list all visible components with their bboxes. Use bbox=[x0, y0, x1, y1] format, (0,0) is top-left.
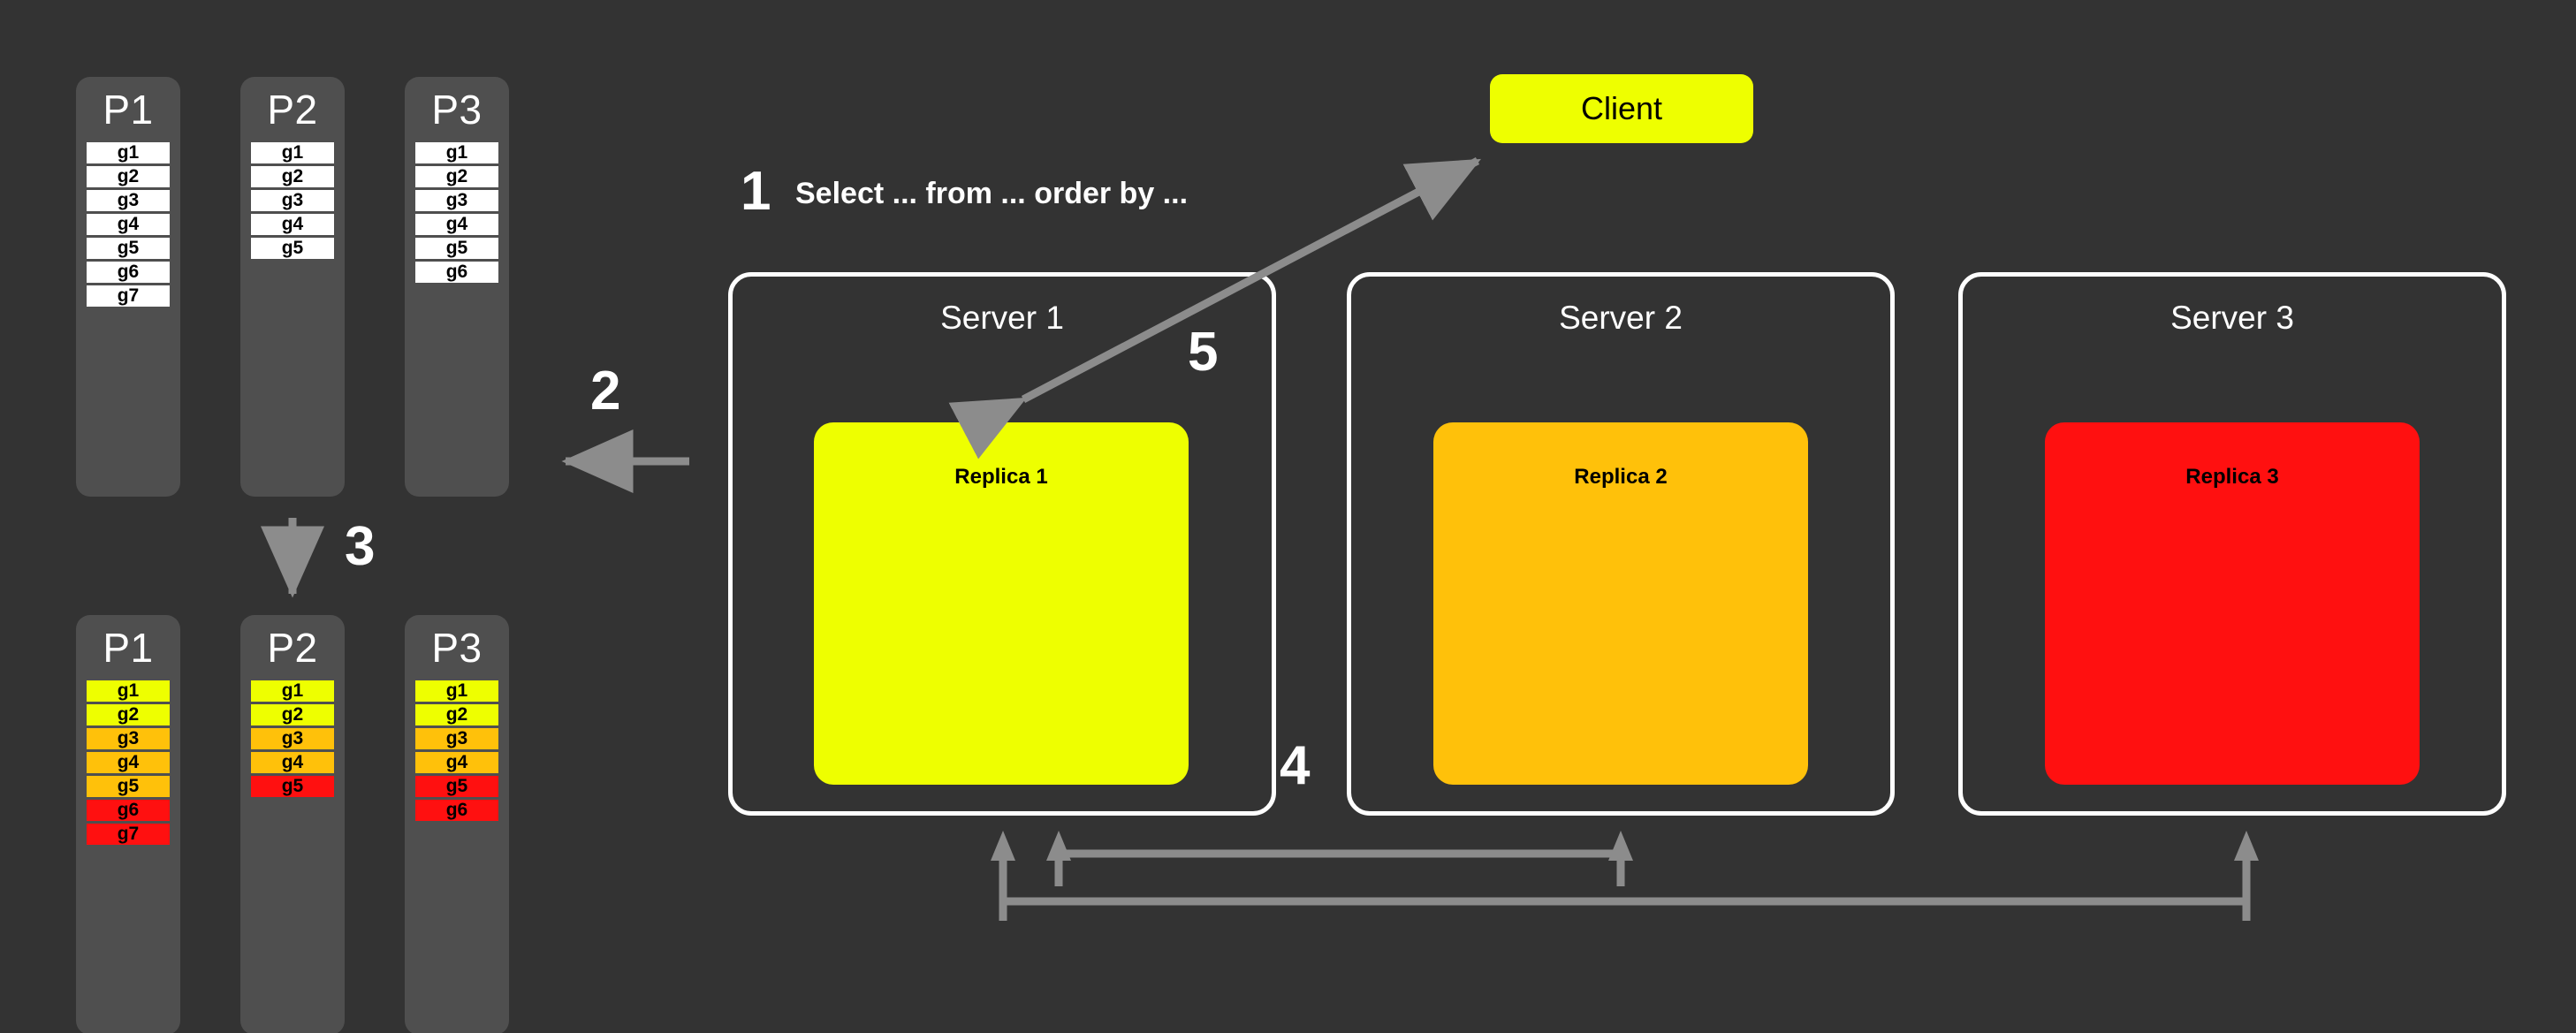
partition-top-p3: P3 g1 g2 g3 g4 g5 g6 bbox=[405, 77, 509, 497]
partition-cell: g2 bbox=[87, 166, 170, 187]
partition-cell: g6 bbox=[415, 800, 498, 821]
partition-cell: g1 bbox=[251, 142, 334, 163]
partition-cell: g2 bbox=[415, 166, 498, 187]
partition-cell-list: g1 g2 g3 g4 g5 g6 g7 bbox=[76, 142, 180, 307]
partition-cell: g3 bbox=[87, 190, 170, 211]
step-number-4: 4 bbox=[1280, 735, 1311, 796]
partition-bottom-p1: P1 g1 g2 g3 g4 g5 g6 g7 bbox=[76, 615, 180, 1033]
server-title: Server 2 bbox=[1559, 300, 1683, 336]
client-label: Client bbox=[1580, 90, 1663, 126]
step-number-3: 3 bbox=[345, 516, 376, 577]
partition-cell-list: g1 g2 g3 g4 g5 bbox=[240, 142, 345, 259]
server-title: Server 3 bbox=[2170, 300, 2294, 336]
partition-cell: g4 bbox=[251, 752, 334, 773]
partition-cell: g5 bbox=[87, 238, 170, 259]
partition-label: P3 bbox=[431, 625, 483, 671]
partition-cell: g6 bbox=[415, 262, 498, 283]
partition-top-p1: P1 g1 g2 g3 g4 g5 g6 g7 bbox=[76, 77, 180, 497]
step-number-2: 2 bbox=[590, 361, 621, 422]
partition-cell: g3 bbox=[251, 728, 334, 749]
partition-cell: g2 bbox=[251, 166, 334, 187]
server-box-2: Server 2 bbox=[1347, 272, 1895, 816]
partition-cell: g3 bbox=[415, 728, 498, 749]
partition-label: P2 bbox=[267, 625, 318, 671]
partition-cell: g2 bbox=[415, 704, 498, 725]
partition-cell: g7 bbox=[87, 824, 170, 845]
partition-cell: g4 bbox=[87, 214, 170, 235]
partition-cell-list: g1 g2 g3 g4 g5 g6 bbox=[405, 680, 509, 821]
partition-cell: g2 bbox=[251, 704, 334, 725]
partition-cell: g3 bbox=[251, 190, 334, 211]
partition-cell: g6 bbox=[87, 800, 170, 821]
partition-cell: g1 bbox=[87, 680, 170, 702]
replica-label: Replica 3 bbox=[2185, 465, 2279, 489]
partition-label: P3 bbox=[431, 87, 483, 133]
partition-label: P2 bbox=[267, 87, 318, 133]
partition-bottom-p3: P3 g1 g2 g3 g4 g5 g6 bbox=[405, 615, 509, 1033]
replica-box-1: Replica 1 bbox=[814, 422, 1189, 785]
replica-box-2: Replica 2 bbox=[1433, 422, 1808, 785]
partition-cell: g3 bbox=[87, 728, 170, 749]
replica-box-3: Replica 3 bbox=[2045, 422, 2420, 785]
partition-cell-list: g1 g2 g3 g4 g5 g6 bbox=[405, 142, 509, 283]
partition-cell: g1 bbox=[87, 142, 170, 163]
partition-cell: g4 bbox=[415, 752, 498, 773]
partition-cell-list: g1 g2 g3 g4 g5 g6 g7 bbox=[76, 680, 180, 845]
partition-top-p2: P2 g1 g2 g3 g4 g5 bbox=[240, 77, 345, 497]
partition-cell: g5 bbox=[251, 776, 334, 797]
partition-cell: g5 bbox=[415, 776, 498, 797]
partition-bottom-p2: P2 g1 g2 g3 g4 g5 bbox=[240, 615, 345, 1033]
partition-cell: g2 bbox=[87, 704, 170, 725]
replica-label: Replica 2 bbox=[1574, 465, 1668, 489]
partition-cell: g4 bbox=[87, 752, 170, 773]
client-box[interactable]: Client bbox=[1490, 74, 1753, 143]
partition-cell: g1 bbox=[415, 680, 498, 702]
partition-label: P1 bbox=[103, 625, 154, 671]
partition-cell: g5 bbox=[251, 238, 334, 259]
step-number-1: 1 bbox=[741, 161, 771, 222]
partition-label: P1 bbox=[103, 87, 154, 133]
partition-cell: g5 bbox=[87, 776, 170, 797]
partition-cell: g4 bbox=[415, 214, 498, 235]
replica-label: Replica 1 bbox=[954, 465, 1048, 489]
partition-cell: g4 bbox=[251, 214, 334, 235]
server-title: Server 1 bbox=[940, 300, 1064, 336]
partition-cell: g1 bbox=[251, 680, 334, 702]
partition-cell: g6 bbox=[87, 262, 170, 283]
query-text: Select ... from ... order by ... bbox=[795, 177, 1189, 210]
arrow-step-4-outer bbox=[991, 831, 2259, 921]
server-box-3: Server 3 bbox=[1958, 272, 2506, 816]
arrow-step-4-inner bbox=[1046, 831, 1633, 886]
partition-cell: g3 bbox=[415, 190, 498, 211]
partition-cell-list: g1 g2 g3 g4 g5 bbox=[240, 680, 345, 797]
partition-cell: g5 bbox=[415, 238, 498, 259]
partition-cell: g7 bbox=[87, 285, 170, 307]
partition-cell: g1 bbox=[415, 142, 498, 163]
